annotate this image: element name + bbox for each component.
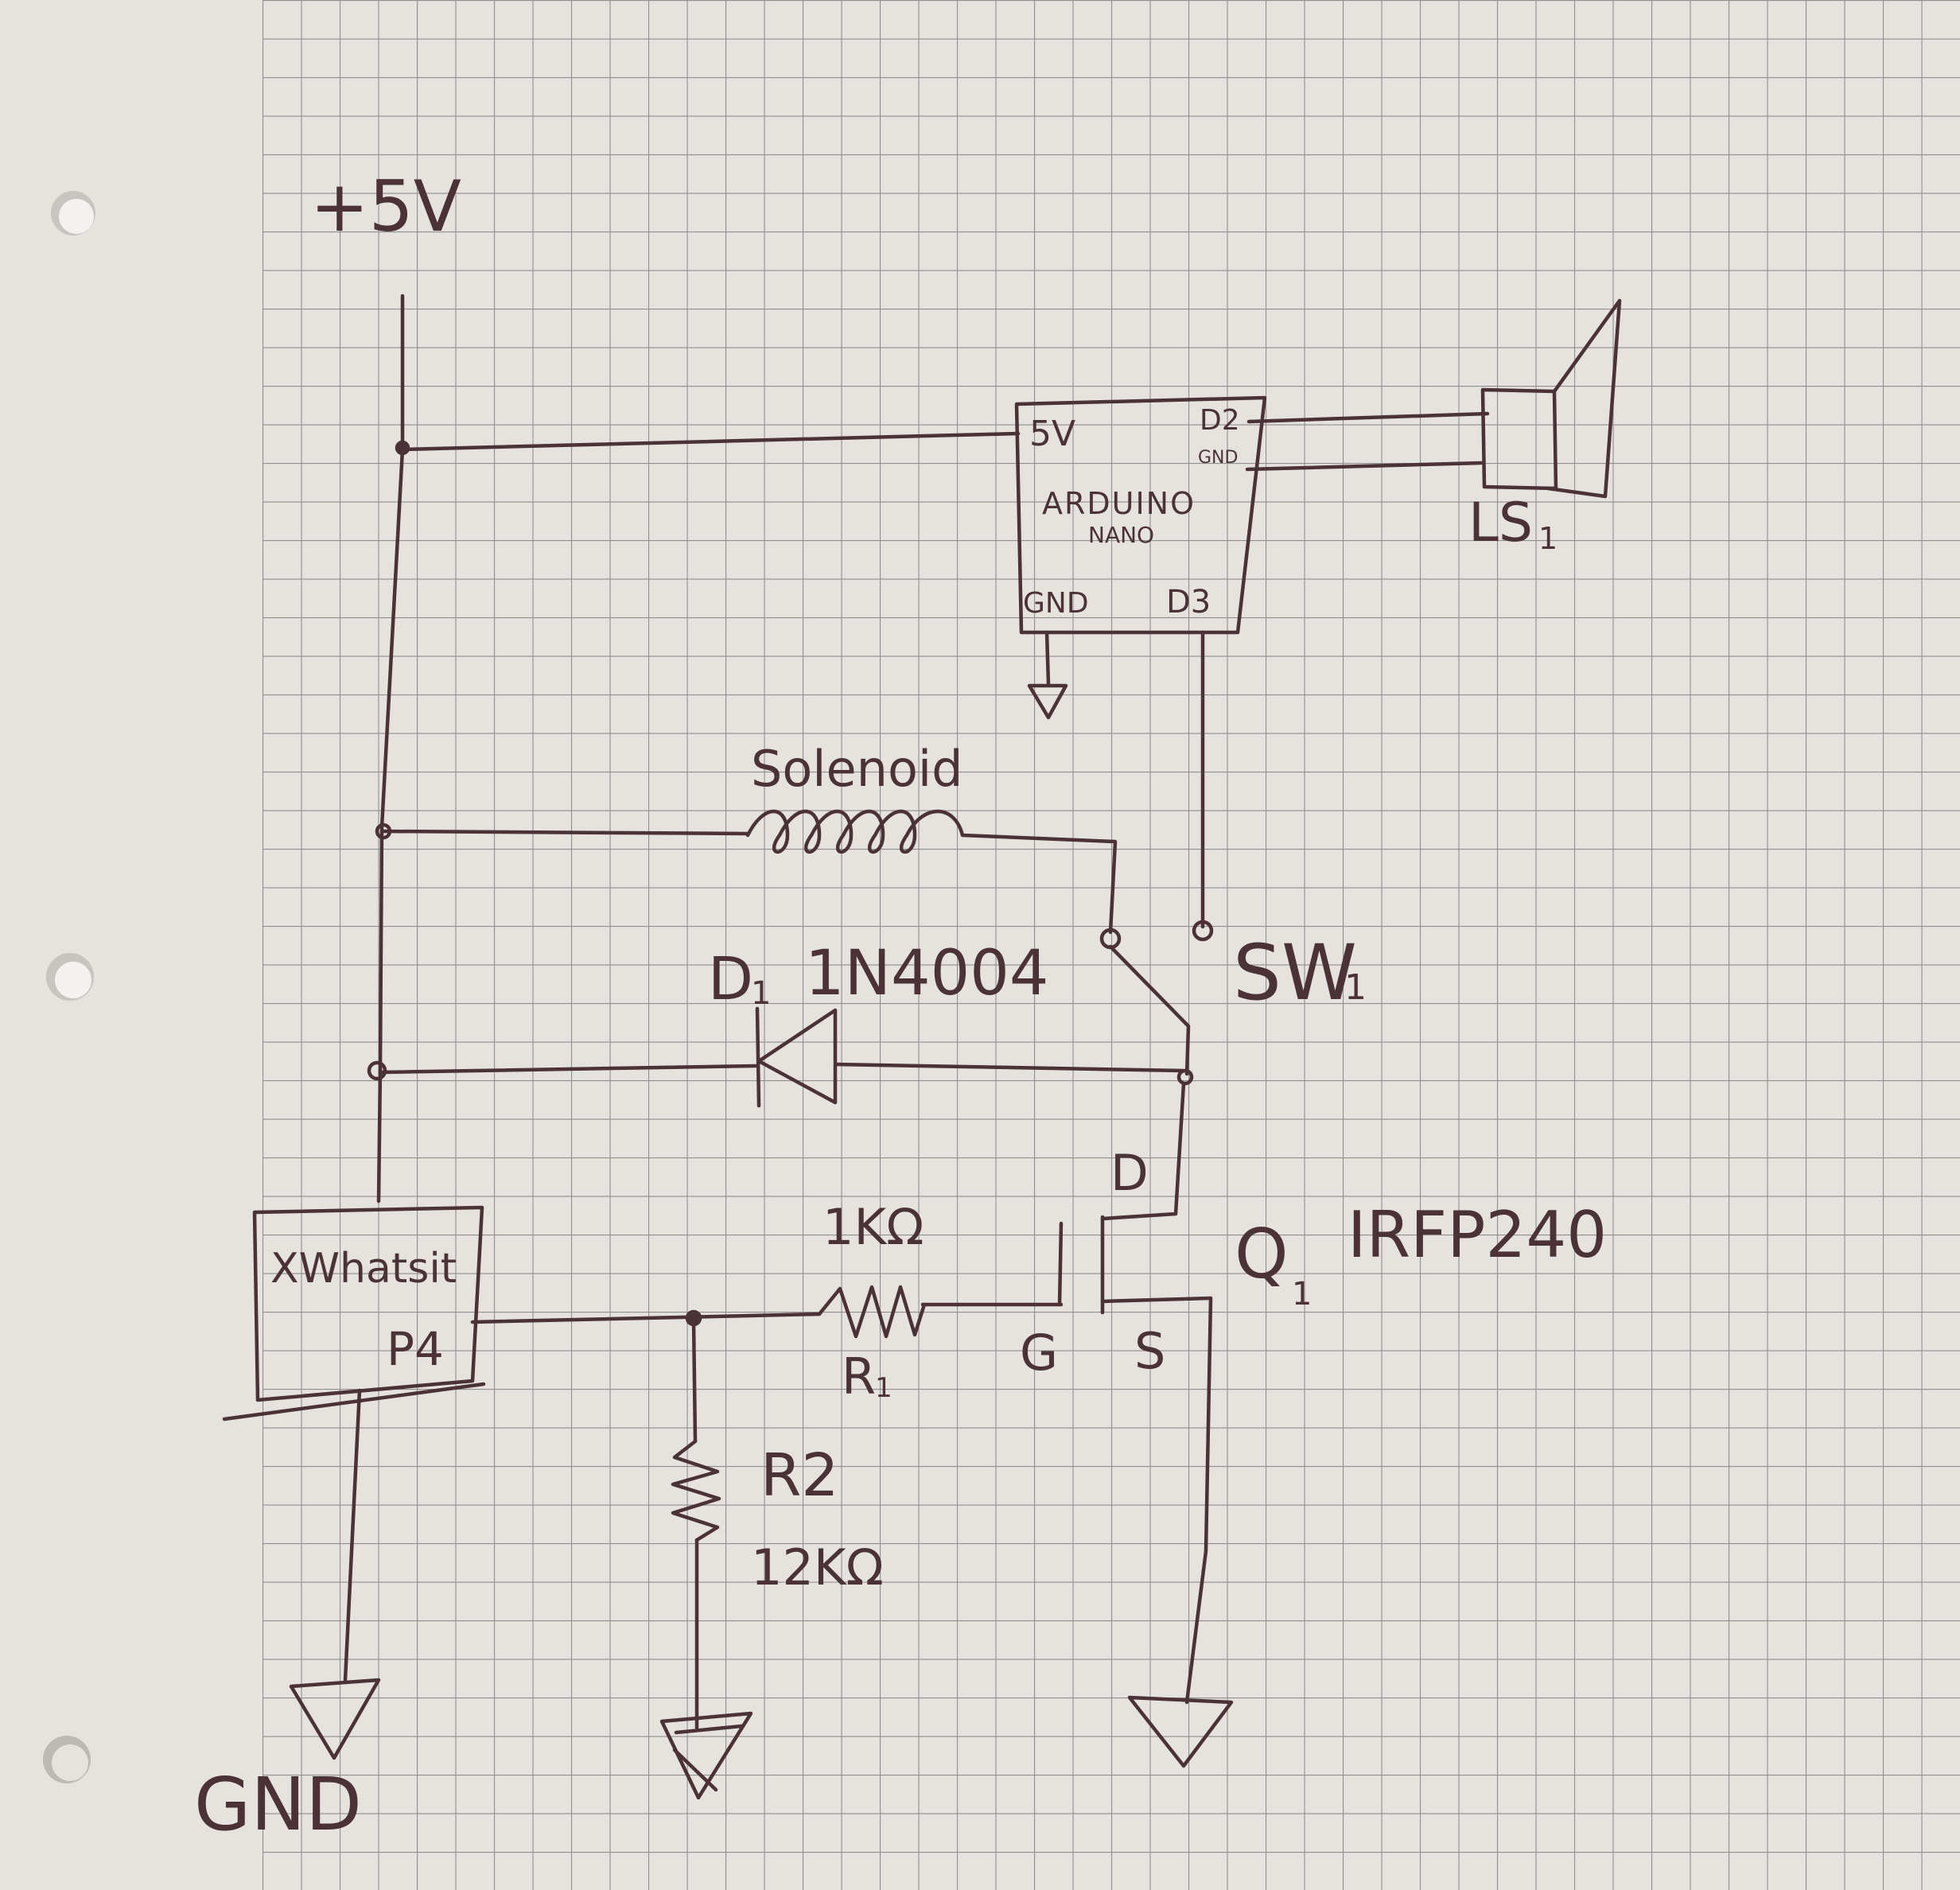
punch-hole-icon [43,1736,91,1783]
xwhatsit-box [252,1205,484,1402]
wire-arduino-gnd [1044,630,1051,686]
wire-solenoid-left [379,829,750,836]
xwhatsit-bottom-line [222,1382,486,1421]
mosfet-ref-sub: 1 [1292,1276,1312,1312]
arduino-pin-d2: D2 [1200,404,1240,437]
speaker-ref: LS [1468,492,1533,554]
ground-icon [1127,1695,1234,1768]
diode-icon [755,1006,838,1108]
wire-gnd-speaker [1245,461,1484,472]
xwhatsit-label: XWhatsit [270,1245,457,1293]
resistor-icon [817,1285,927,1339]
junction-dot [375,822,392,840]
punch-hole-icon [51,191,95,235]
junction-dot [395,440,410,456]
mosfet-part: IRFP240 [1348,1198,1607,1272]
ground-icon [659,1711,753,1800]
ground-icon [289,1678,381,1760]
diode-ref: D [708,945,753,1013]
mosfet-pin-g: G [1020,1324,1058,1382]
wire-5v-to-arduino [400,431,1021,452]
ground-icon [1027,683,1068,720]
wire-p4 [470,1312,822,1324]
wire-diode-left [378,1064,758,1075]
speaker-ref-sub: 1 [1538,521,1558,556]
inductor-coil-icon [745,809,965,854]
diode-ref-sub: 1 [751,975,771,1012]
resistor-icon [671,1439,721,1542]
supply-label: +5V [310,165,461,247]
switch-ref-sub: 1 [1344,967,1367,1008]
arduino-pin-5v: 5V [1029,414,1075,454]
mosfet-ref: Q [1235,1215,1289,1294]
wire-drain [1100,1081,1186,1221]
arduino-pin-gnd: GND [1023,587,1089,620]
r1-value: 1KΩ [822,1198,924,1256]
ground-label: GND [194,1762,362,1847]
r1-ref: R [842,1348,876,1406]
wire-xwhatsit-gnd [343,1388,362,1682]
r1-ref-sub: 1 [875,1372,892,1404]
switch-ref: SW [1233,928,1357,1017]
wire-diode-right [833,1062,1186,1073]
wire-r2-top [691,1318,698,1444]
supply-rail-wire [376,294,405,1204]
diode-part: 1N4004 [805,938,1048,1009]
arduino-name: ARDUINO [1042,486,1196,521]
arduino-pin-d3: D3 [1166,584,1211,620]
speaker-icon [1480,298,1622,499]
wire-d2-speaker [1246,411,1490,424]
mosfet-pin-d: D [1110,1144,1149,1202]
mosfet-pin-s: S [1134,1322,1165,1380]
junction-dot [367,1060,387,1081]
punch-hole-icon [46,953,94,1001]
arduino-subname: NANO [1088,522,1154,548]
switch-icon [1099,920,1214,1076]
solenoid-label: Solenoid [751,740,962,798]
arduino-pin-gnd-right: GND [1198,448,1238,468]
xwhatsit-pin-label: P4 [387,1322,444,1376]
arduino-box [1014,395,1267,635]
mosfet-icon [1057,1215,1213,1315]
wire-source-gnd [1184,1296,1213,1705]
r2-ref: R2 [760,1441,839,1510]
r2-value: 12KΩ [751,1538,884,1596]
wire-solenoid-right [960,833,1118,935]
